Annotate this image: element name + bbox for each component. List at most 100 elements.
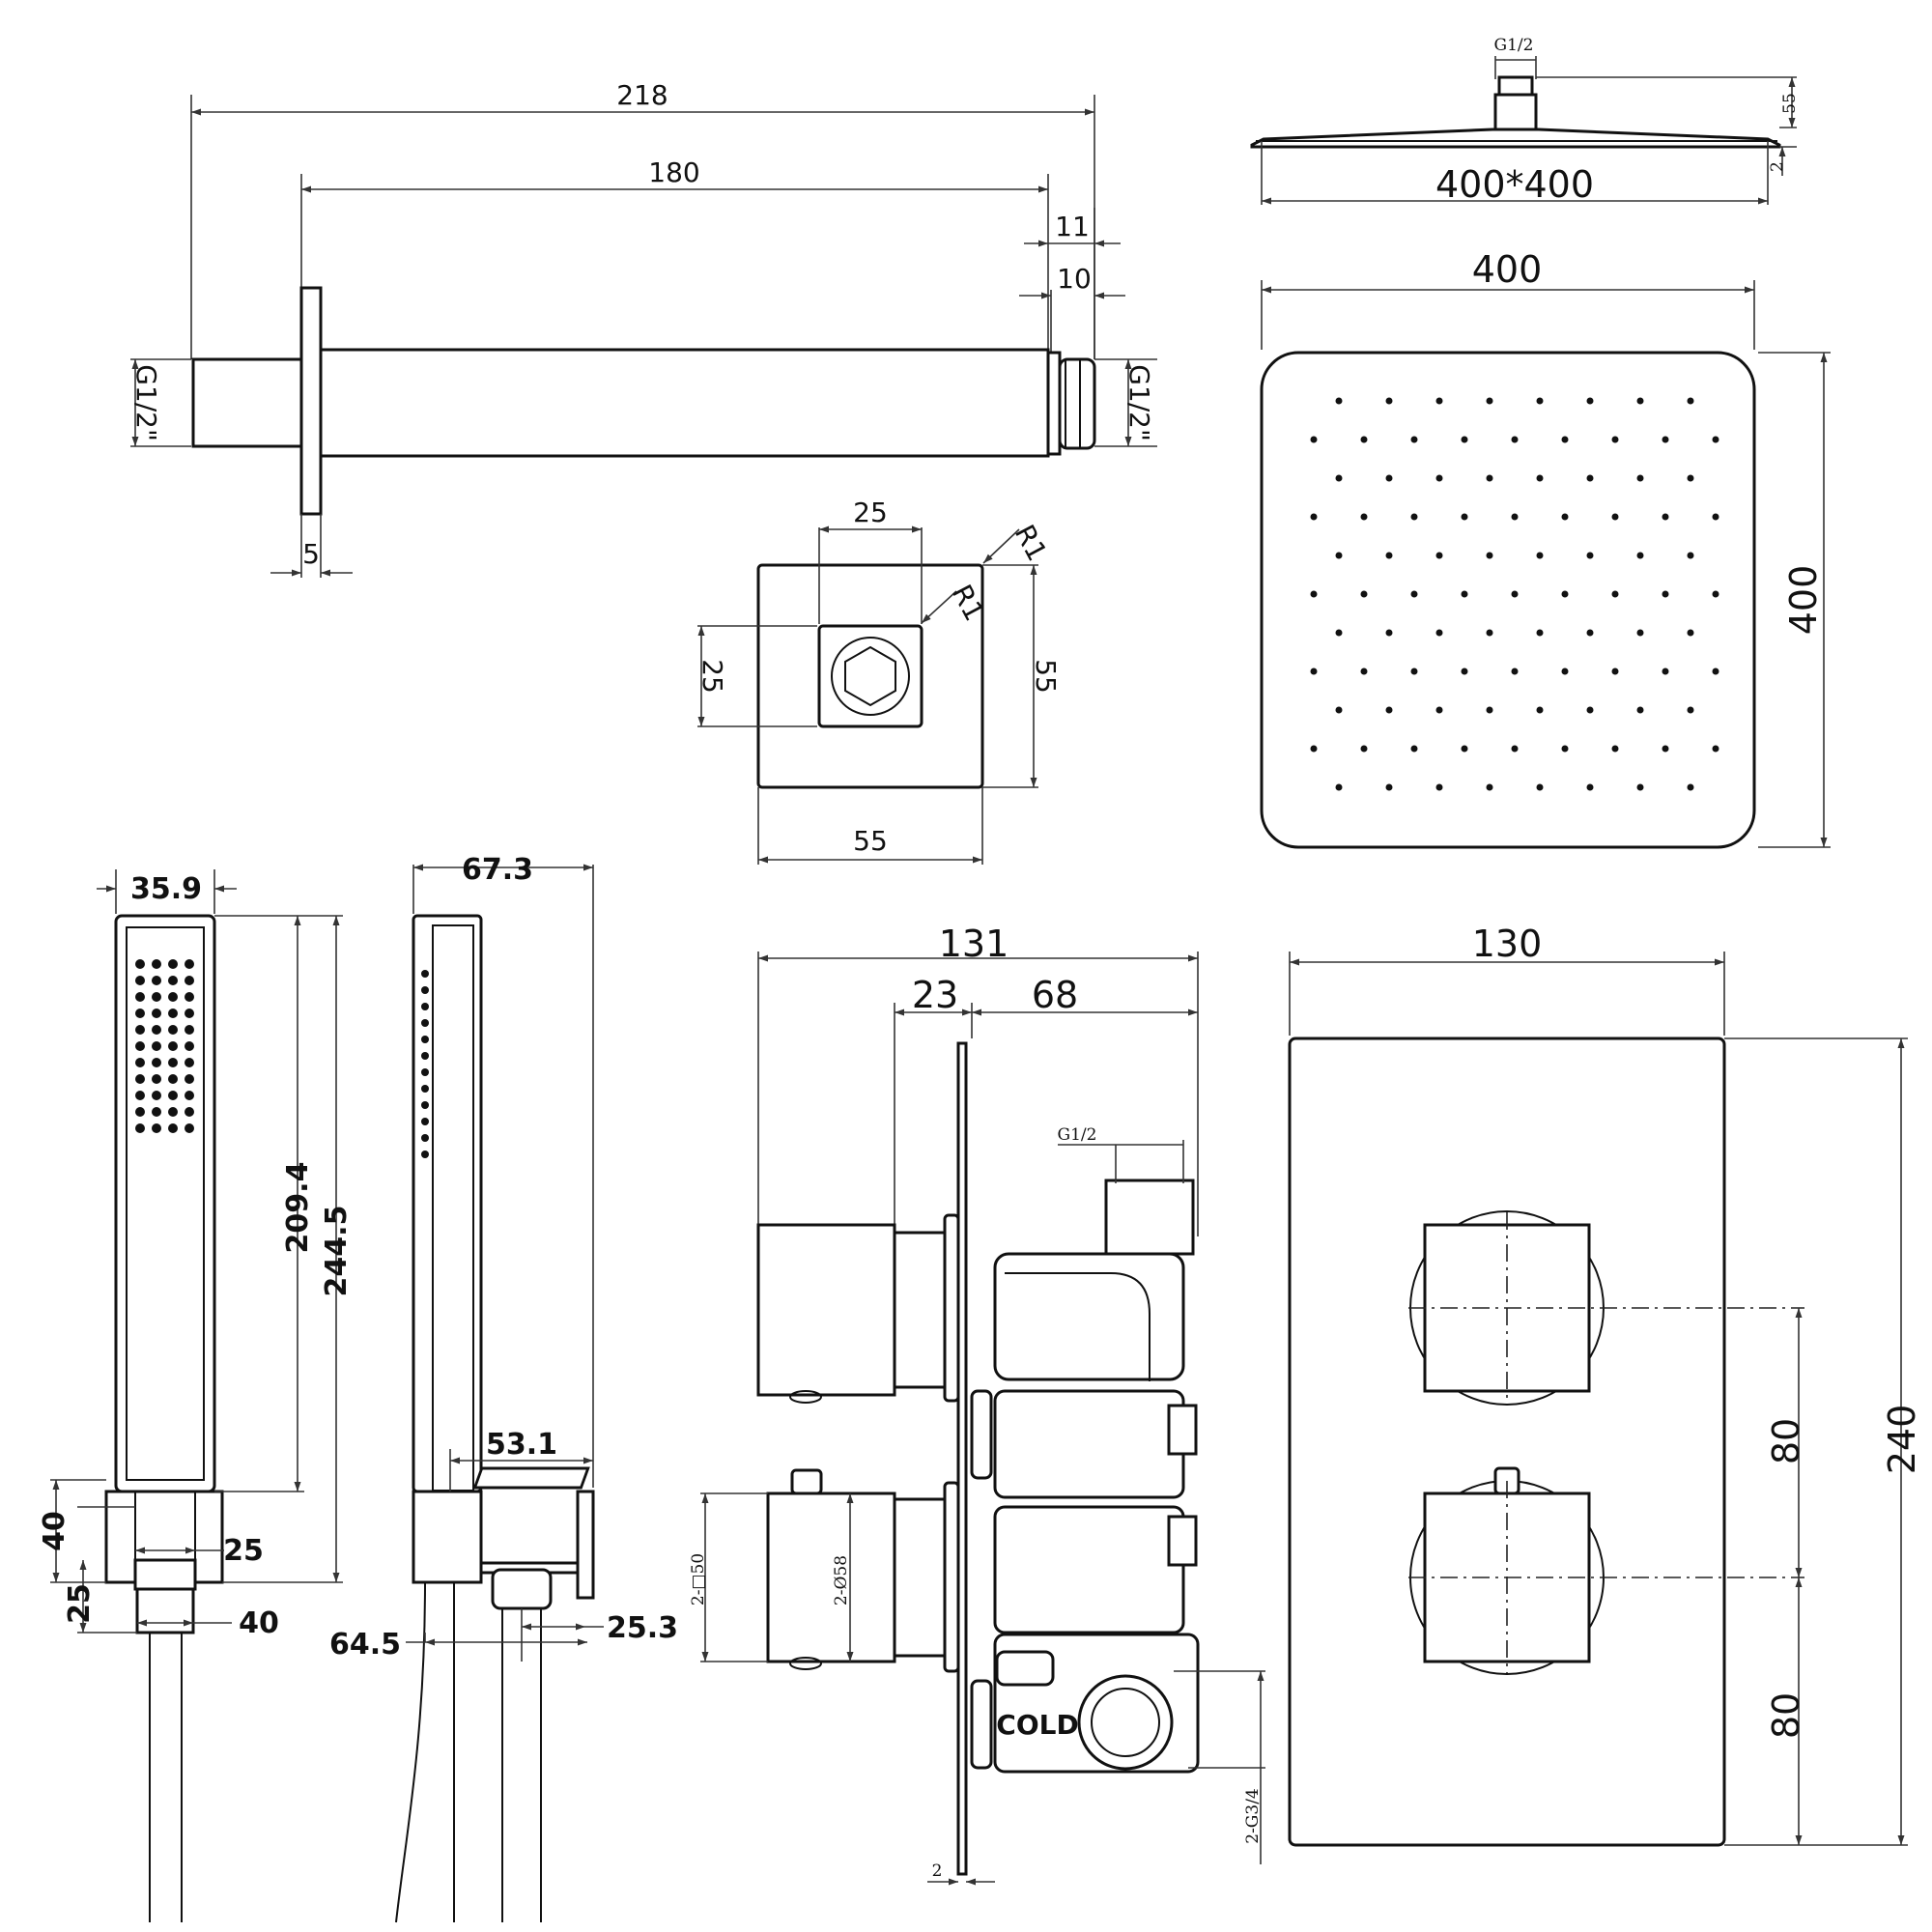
valve-front-width: 130	[1472, 923, 1543, 965]
handset-nozzle-dot	[185, 1058, 194, 1067]
arm-flange: 5	[302, 538, 320, 570]
nozzle-dot	[1435, 783, 1443, 791]
nozzle-dot	[1360, 745, 1368, 753]
nozzle-dot	[1586, 552, 1594, 559]
handset-front-view: 35.9 209.4 244.5 40 25 25 40	[38, 869, 354, 1922]
nozzle-dot	[1712, 668, 1719, 675]
arm-length-arm: 180	[648, 156, 699, 188]
handset-nozzle-dot	[185, 1091, 194, 1100]
handset-nozzle-dot	[152, 1074, 161, 1084]
nozzle-dot	[1435, 629, 1443, 637]
nozzle-dot	[1335, 629, 1343, 637]
nozzle-dot	[1536, 474, 1544, 482]
handset-nozzle-dot	[185, 992, 194, 1002]
handset-nozzle-dot	[152, 1123, 161, 1133]
nozzle-dot	[1536, 552, 1544, 559]
nozzle-dot	[1636, 552, 1644, 559]
valve-dia: 2-Ø58	[832, 1555, 851, 1605]
handset-nozzle-dot	[168, 959, 178, 969]
plate-radius-outer: R1	[1009, 520, 1054, 566]
handset-head-len: 209.4	[281, 1162, 315, 1254]
nozzle-dot	[1536, 706, 1544, 714]
nozzle-dot	[1435, 397, 1443, 405]
valve-front-view: 130 80 80 240	[1288, 923, 1923, 1847]
nozzle-dot	[1662, 745, 1669, 753]
nozzle-dot	[1435, 552, 1443, 559]
head-side-height: 55	[1780, 93, 1800, 114]
handset-bracket: 53.1	[486, 1428, 557, 1462]
handset-nozzle-dot	[168, 992, 178, 1002]
nozzle-dot	[1636, 783, 1644, 791]
nozzle-dot	[1461, 513, 1468, 521]
handset-nozzle-dot	[185, 1041, 194, 1051]
handset-nozzle-dot	[152, 1091, 161, 1100]
handset-nozzle-dot	[185, 1107, 194, 1117]
arm-tip-b: 10	[1057, 263, 1092, 295]
nozzle-dot	[1586, 706, 1594, 714]
nozzle-dot	[1461, 745, 1468, 753]
nozzle-dot	[1536, 629, 1544, 637]
nozzle-dot	[1561, 590, 1569, 598]
nozzle-dot	[1687, 783, 1694, 791]
nozzle-dot	[1511, 745, 1519, 753]
handset-nozzle-dot	[168, 1123, 178, 1133]
handset-nozzle-dot	[152, 959, 161, 969]
nozzle-dot	[1611, 436, 1619, 443]
nozzle-dot	[1310, 513, 1318, 521]
handset-nozzle-dot	[135, 1123, 145, 1133]
handset-side-nozzle-dot	[421, 1134, 429, 1142]
handset-side-nozzle-dot	[421, 970, 429, 978]
head-side-thickness: 2	[1768, 161, 1787, 172]
handset-nozzle-dot	[168, 1107, 178, 1117]
nozzle-dot	[1385, 552, 1393, 559]
valve-spacing-bottom: 80	[1765, 1692, 1807, 1739]
nozzle-dot	[1687, 629, 1694, 637]
nozzle-dot	[1335, 474, 1343, 482]
nozzle-dot	[1385, 397, 1393, 405]
nozzle-dot	[1410, 590, 1418, 598]
handset-nozzle-dot	[185, 959, 194, 969]
handset-nozzle-dot	[135, 1091, 145, 1100]
nozzle-dot	[1385, 706, 1393, 714]
nozzle-dot	[1461, 668, 1468, 675]
nozzle-dot	[1561, 745, 1569, 753]
nozzle-dot	[1461, 590, 1468, 598]
shower-head-top-view: 400 400	[1260, 248, 1831, 849]
plate-inner-w: 25	[853, 497, 888, 528]
nozzle-dot	[1486, 397, 1493, 405]
head-side-size: 400*400	[1435, 163, 1594, 206]
nozzle-dot	[1385, 783, 1393, 791]
head-top-height: 400	[1782, 565, 1825, 636]
handset-nozzle-dot	[185, 1009, 194, 1018]
handset-hose: 25.3	[607, 1611, 678, 1645]
nozzle-dot	[1486, 552, 1493, 559]
nozzle-dot	[1636, 706, 1644, 714]
nozzle-dot	[1310, 590, 1318, 598]
handset-nozzle-dot	[168, 1074, 178, 1084]
nozzle-dot	[1360, 668, 1368, 675]
handset-side-nozzle-dot	[421, 1151, 429, 1158]
handset-nozzle-dot	[135, 976, 145, 985]
handset-nozzle-dot	[168, 976, 178, 985]
handset-side-nozzle-dot	[421, 1068, 429, 1076]
handset-side-view: 67.3 53.1 64.5 25.3	[329, 853, 678, 1923]
valve-spacing-top: 80	[1765, 1418, 1807, 1464]
valve-cold-label: COLD	[996, 1709, 1078, 1741]
handset-nozzle-dot	[152, 1058, 161, 1067]
handset-width: 35.9	[130, 872, 202, 906]
nozzle-dot	[1586, 629, 1594, 637]
nozzle-dot	[1636, 629, 1644, 637]
nozzle-dot	[1385, 474, 1393, 482]
plate-inner-h: 25	[696, 659, 728, 694]
nozzle-dot	[1410, 668, 1418, 675]
nozzle-dot	[1335, 397, 1343, 405]
handset-nozzle-dot	[135, 959, 145, 969]
handset-nozzle-dot	[152, 1107, 161, 1117]
handset-nozzle-dot	[168, 1091, 178, 1100]
handset-nozzles	[135, 959, 194, 1133]
handset-offset: 64.5	[329, 1628, 401, 1662]
nozzle-dot	[1611, 590, 1619, 598]
valve-outlet: 2-G3/4	[1243, 1788, 1263, 1844]
head-top-width: 400	[1472, 248, 1543, 291]
nozzle-dot	[1561, 513, 1569, 521]
